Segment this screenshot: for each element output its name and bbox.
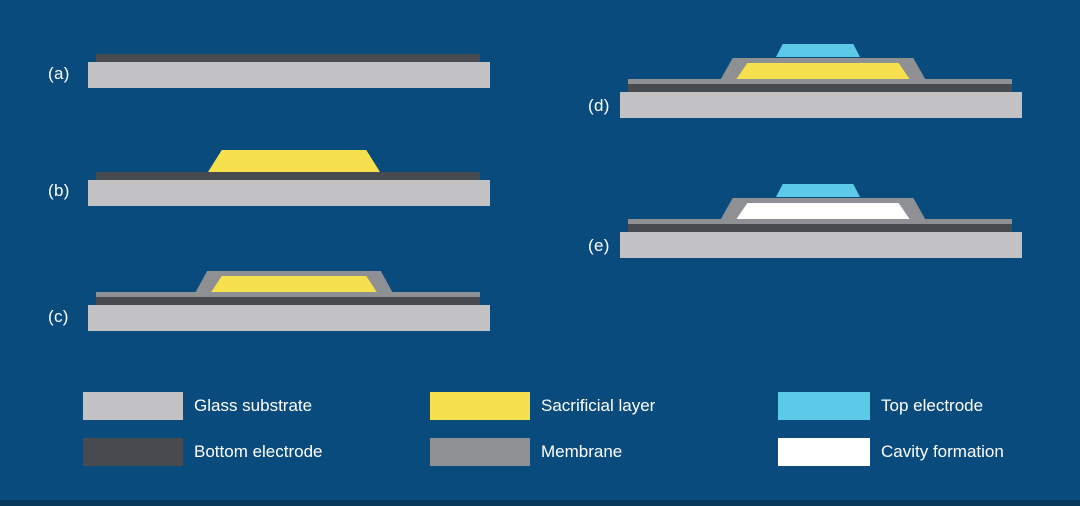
membrane-layer	[628, 79, 1012, 84]
top-electrode-layer	[776, 184, 860, 197]
bottom-electrode-swatch	[83, 438, 183, 466]
top-electrode-layer	[776, 44, 860, 57]
legend-item-sacrificial-layer: Sacrificial layer	[430, 392, 655, 420]
legend-label: Top electrode	[881, 396, 984, 415]
panel-b-label: (b)	[48, 181, 70, 200]
membrane-layer	[628, 219, 1012, 224]
bottom-electrode-layer	[628, 84, 1012, 92]
panel-e-label: (e)	[588, 236, 610, 255]
panel-c-label: (c)	[48, 307, 69, 326]
cavity-layer	[733, 203, 913, 224]
legend-item-cavity-formation: Cavity formation	[778, 438, 1004, 466]
legend-label: Glass substrate	[194, 396, 313, 415]
legend-item-bottom-electrode: Bottom electrode	[83, 438, 323, 466]
legend-item-top-electrode: Top electrode	[778, 392, 983, 420]
bottom-electrode-layer	[96, 297, 480, 305]
sacrificial-layer	[208, 276, 380, 297]
glass-substrate-layer	[88, 305, 490, 331]
glass-substrate-layer	[88, 180, 490, 206]
bottom-electrode-layer	[96, 54, 480, 62]
glass-substrate-layer	[620, 232, 1022, 258]
legend-item-glass-substrate: Glass substrate	[83, 392, 312, 420]
glass-substrate-swatch	[83, 392, 183, 420]
legend-label: Bottom electrode	[194, 442, 323, 461]
panel-a-label: (a)	[48, 64, 70, 83]
bottom-electrode-layer	[96, 172, 480, 180]
glass-substrate-layer	[88, 62, 490, 88]
panel-d-label: (d)	[588, 96, 610, 115]
cavity-formation-swatch	[778, 438, 870, 466]
membrane-swatch	[430, 438, 530, 466]
sacrificial-layer	[733, 63, 913, 84]
membrane-layer	[96, 292, 480, 297]
glass-substrate-layer	[620, 92, 1022, 118]
legend-label: Cavity formation	[881, 442, 1004, 461]
legend-item-membrane: Membrane	[430, 438, 622, 466]
bottom-electrode-layer	[628, 224, 1012, 232]
top-electrode-swatch	[778, 392, 870, 420]
sacrificial-layer-swatch	[430, 392, 530, 420]
legend-label: Sacrificial layer	[541, 396, 656, 415]
sacrificial-layer	[208, 150, 380, 172]
footer-strip	[0, 500, 1080, 506]
legend-label: Membrane	[541, 442, 623, 461]
